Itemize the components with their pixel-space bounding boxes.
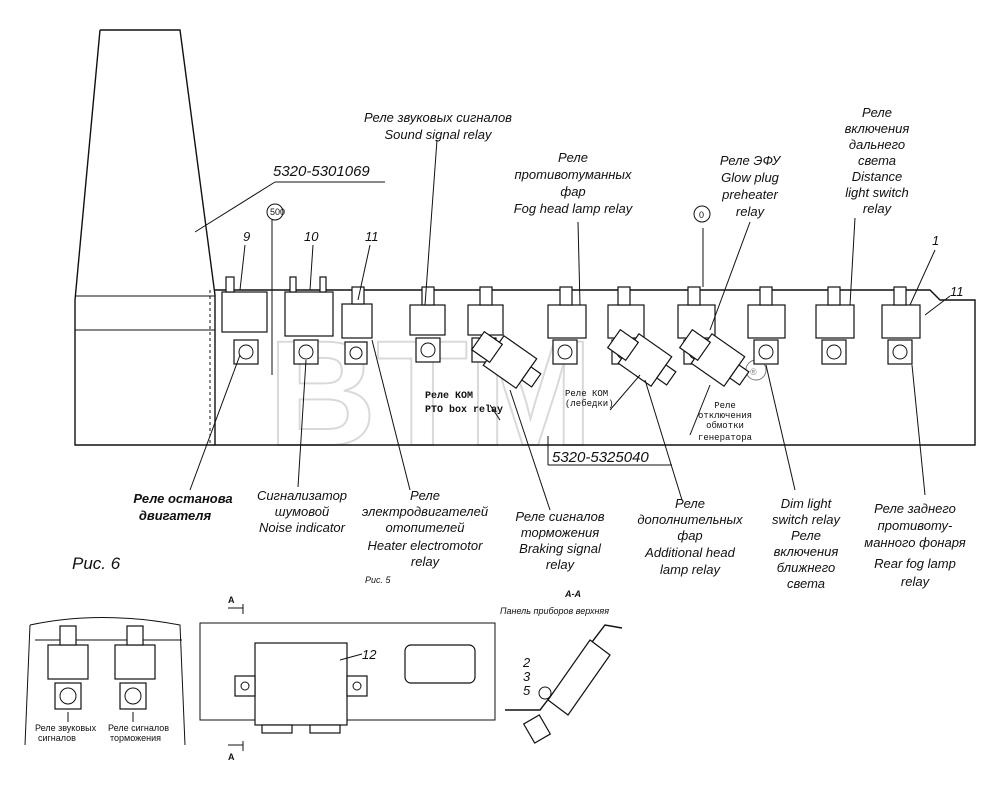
tilted-relays — [470, 328, 750, 390]
label-fog-ru2: противотуманных — [515, 167, 632, 182]
caption-section: А-А — [564, 589, 581, 599]
section-a-bottom: А — [228, 752, 235, 762]
label-pto-ru: Реле КОМ — [425, 391, 473, 402]
label-pto-en: PTO box relay — [425, 404, 503, 416]
fig5-inset: А 12 А — [199, 595, 496, 762]
pos-5: 5 — [523, 683, 531, 698]
relay-pto — [467, 304, 504, 336]
pos-1: 1 — [932, 233, 939, 248]
label-rear-ru1: Реле заднего — [874, 501, 956, 516]
relay-sound — [409, 304, 446, 336]
fig6-inset: Реле звуковых сигналов Реле сигналов тор… — [24, 617, 186, 746]
label-dim-ru1: Реле — [791, 528, 821, 543]
label-panel: Панель приборов верхняя — [500, 606, 609, 616]
label-dist-en3: relay — [863, 201, 893, 216]
pos-11b: 11 — [950, 284, 964, 299]
label-dist-ru2: включения — [845, 121, 910, 136]
label-heater-ru3: отопителей — [386, 520, 465, 535]
inset-brake-2: торможения — [110, 733, 161, 743]
label-fog-ru3: фар — [560, 184, 585, 199]
label-stop-ru1: Реле останова — [133, 491, 232, 506]
label-glow-en2: preheater — [721, 187, 778, 202]
label-glow-en3: relay — [736, 204, 766, 219]
label-rear-en2: relay — [901, 574, 931, 589]
pos-9: 9 — [243, 229, 250, 244]
part-number-upper: 5320-5301069 — [273, 163, 370, 180]
circle-500: 500 — [270, 207, 285, 217]
label-fog-ru1: Реле — [558, 150, 588, 165]
label-dim-ru3: ближнего — [777, 560, 835, 575]
bottom-labels: Реле останова двигателя Сигнализатор шум… — [133, 488, 965, 591]
label-dim-en1: Dim light — [781, 496, 833, 511]
label-add-en2: lamp relay — [660, 562, 721, 577]
pos-11: 11 — [365, 229, 379, 244]
relay-9 — [221, 291, 268, 333]
label-gen-ru3: обмотки — [706, 421, 744, 431]
label-brake-en2: relay — [546, 557, 576, 572]
watermark-reg: ® — [750, 367, 757, 377]
label-fog-en: Fog head lamp relay — [514, 201, 634, 216]
label-heater-ru2: электродвигателей — [362, 504, 488, 519]
label-kom-ru1: Реле КОМ — [565, 389, 608, 399]
label-glow-en1: Glow plug — [721, 170, 780, 185]
label-dist-en2: light switch — [845, 185, 909, 200]
part-number-lower: 5320-5325040 — [552, 449, 649, 466]
label-dist-en1: Distance — [852, 169, 903, 184]
label-dim-ru2: включения — [774, 544, 839, 559]
inset-sound-1: Реле звуковых — [35, 723, 97, 733]
pos-10: 10 — [304, 229, 319, 244]
label-rear-ru3: манного фонаря — [864, 535, 965, 550]
label-sound-en: Sound signal relay — [385, 127, 493, 142]
label-sound-ru: Реле звуковых сигналов — [364, 110, 512, 125]
label-kom-ru2: (лебедки) — [565, 399, 614, 409]
label-add-ru1: Реле — [675, 496, 705, 511]
inset-brake-1: Реле сигналов — [108, 723, 169, 733]
label-noise-en: Noise indicator — [259, 520, 346, 535]
label-brake-en1: Braking signal — [519, 541, 602, 556]
section-a-top: А — [228, 595, 235, 605]
label-brake-ru1: Реле сигналов — [515, 509, 604, 524]
top-labels: Реле звуковых сигналов Sound signal rela… — [364, 105, 909, 219]
caption-fig5: Рис. 5 — [365, 575, 392, 585]
relay-fog — [547, 304, 587, 339]
label-gen-ru4: генератора — [698, 433, 753, 443]
label-noise-ru2: шумовой — [275, 504, 329, 519]
section-aa: Панель приборов верхняя 2 3 5 — [500, 606, 623, 744]
label-heater-ru1: Реле — [410, 488, 440, 503]
label-dim-ru4: света — [787, 576, 825, 591]
label-dist-ru3: дальнего — [849, 137, 905, 152]
relay-row — [221, 276, 921, 365]
relay-dim — [747, 304, 786, 339]
label-gen-ru2: отключения — [698, 411, 752, 421]
label-glow-ru: Реле ЭФУ — [720, 153, 782, 168]
relay-10 — [284, 291, 334, 337]
label-dist-ru4: света — [858, 153, 896, 168]
leader-lines — [189, 139, 951, 511]
label-add-ru3: фар — [677, 528, 702, 543]
caption-fig6: Рис. 6 — [72, 554, 121, 573]
main-panel — [74, 29, 976, 446]
mid-labels: Реле КОМ PTO box relay Реле КОМ (лебедки… — [425, 389, 753, 443]
relay-distance — [815, 304, 855, 339]
label-dim-en2: switch relay — [772, 512, 841, 527]
pos-12: 12 — [362, 647, 377, 662]
circle-0: 0 — [699, 210, 704, 220]
label-heater-en2: relay — [411, 554, 441, 569]
label-gen-ru1: Реле — [714, 401, 736, 411]
pos-3: 3 — [523, 669, 531, 684]
label-add-ru2: дополнительных — [637, 512, 743, 527]
inset-sound-2: сигналов — [38, 733, 76, 743]
label-noise-ru1: Сигнализатор — [257, 488, 347, 503]
relay-11 — [341, 303, 373, 339]
label-rear-en1: Rear fog lamp — [874, 556, 956, 571]
label-heater-en1: Heater electromotor — [368, 538, 484, 553]
pos-2: 2 — [522, 655, 531, 670]
relay-1 — [881, 304, 921, 339]
label-stop-ru2: двигателя — [139, 508, 212, 523]
label-rear-ru2: противоту- — [878, 518, 953, 533]
label-dist-ru1: Реле — [862, 105, 892, 120]
label-add-en1: Additional head — [644, 545, 735, 560]
label-brake-ru2: торможения — [521, 525, 599, 540]
